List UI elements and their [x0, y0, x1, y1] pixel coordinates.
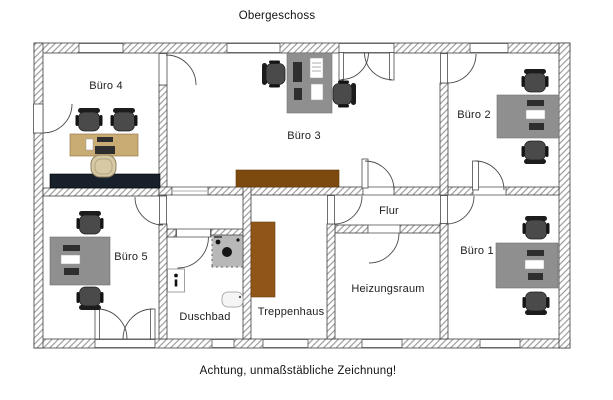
room-label-buero1: Büro 1	[460, 245, 494, 257]
door-swing-icon	[361, 158, 395, 196]
sideboard-icon	[235, 169, 340, 188]
room-label-duschbad: Duschbad	[179, 311, 231, 323]
stairs-icon	[250, 221, 276, 298]
office-chair-icon	[522, 291, 550, 315]
double-door-icon	[338, 43, 395, 81]
door-swing-icon	[134, 195, 167, 226]
passage-icon	[171, 186, 209, 196]
desk-icon	[69, 133, 139, 157]
window-icon	[78, 43, 124, 53]
office-chair-icon	[110, 108, 138, 132]
window-icon	[361, 339, 403, 348]
door-swing-icon	[472, 160, 507, 196]
desk-icon	[495, 242, 559, 289]
door-swing-icon	[33, 103, 73, 134]
plan-disclaimer: Achtung, unmaßstäbliche Zeichnung!	[199, 365, 397, 377]
window-icon	[469, 43, 509, 53]
office-chair-icon	[75, 108, 103, 132]
sink-icon	[221, 291, 244, 308]
desk-icon	[286, 52, 333, 114]
window-icon	[479, 339, 521, 348]
door-swing-icon	[440, 53, 477, 84]
desk-icon	[49, 236, 111, 286]
door-swing-icon	[158, 53, 197, 86]
office-chair-icon	[522, 216, 550, 240]
window-icon	[211, 339, 235, 348]
room-label-buero2: Büro 2	[457, 109, 491, 121]
window-icon	[226, 43, 281, 53]
office-chair-icon	[76, 211, 104, 235]
office-chair-icon	[521, 69, 549, 93]
desk-icon	[496, 94, 560, 139]
room-label-buero3: Büro 3	[287, 130, 321, 142]
office-chair-icon	[521, 140, 549, 164]
door-swing-icon	[367, 224, 401, 264]
room-label-heizungsraum: Heizungsraum	[351, 283, 425, 295]
window-icon	[262, 339, 309, 348]
door-swing-icon	[176, 228, 211, 269]
washbasin-icon	[167, 268, 185, 293]
doors	[33, 43, 507, 348]
room-label-buero4: Büro 4	[89, 80, 123, 92]
room-label-buero5: Büro 5	[114, 251, 148, 263]
door-swing-icon	[327, 195, 363, 225]
office-chair-icon	[332, 80, 356, 108]
office-chair-icon	[76, 286, 104, 310]
windows	[78, 43, 521, 348]
shower-icon	[211, 234, 244, 268]
room-label-treppenhaus: Treppenhaus	[257, 306, 325, 318]
office-chair-icon	[262, 60, 286, 88]
page-title: Obergeschoss	[238, 10, 316, 22]
visitor-chair-icon	[90, 154, 117, 178]
room-label-flur: Flur	[379, 205, 399, 217]
door-swing-icon	[440, 195, 475, 225]
double-door-icon	[94, 308, 156, 348]
